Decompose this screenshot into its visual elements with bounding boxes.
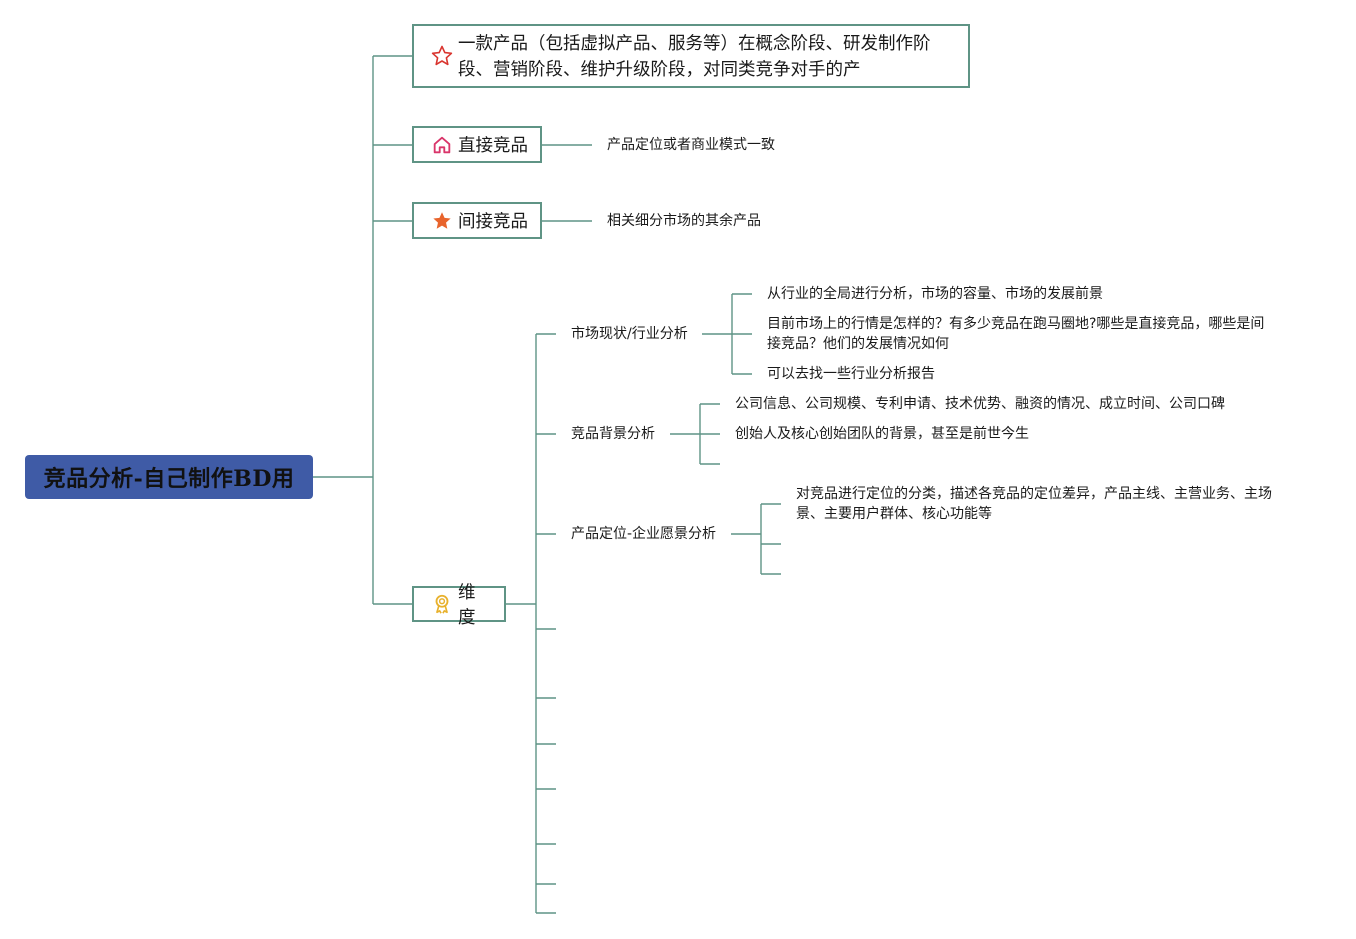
medal-icon — [430, 592, 454, 616]
background-analysis-topic[interactable]: 竞品背景分析 — [571, 426, 655, 442]
market-item-1[interactable]: 从行业的全局进行分析，市场的容量、市场的发展前景 — [767, 286, 1103, 302]
indirect-competitor-label: 间接竞品 — [458, 212, 528, 232]
definition-text: 一款产品（包括虚拟产品、服务等）在概念阶段、研发制作阶段、营销阶段、维护升级阶段… — [458, 33, 931, 80]
direct-competitor-label: 直接竞品 — [458, 136, 528, 156]
direct-competitor-note[interactable]: 产品定位或者商业模式一致 — [607, 137, 775, 153]
dimension-topic[interactable]: 维度 — [412, 583, 506, 628]
market-analysis-topic[interactable]: 市场现状/行业分析 — [571, 326, 688, 342]
dimension-label: 维度 — [458, 583, 476, 628]
market-item-3[interactable]: 可以去找一些行业分析报告 — [767, 366, 935, 382]
house-icon — [430, 133, 454, 157]
positioning-analysis-topic[interactable]: 产品定位-企业愿景分析 — [571, 526, 717, 542]
definition-topic[interactable]: 一款产品（包括虚拟产品、服务等）在概念阶段、研发制作阶段、营销阶段、维护升级阶段… — [412, 24, 970, 88]
direct-competitor-topic[interactable]: 直接竞品 — [412, 126, 542, 163]
star-filled-icon — [430, 209, 454, 233]
indirect-competitor-note[interactable]: 相关细分市场的其余产品 — [607, 213, 761, 229]
indirect-competitor-topic[interactable]: 间接竞品 — [412, 202, 542, 239]
market-item-2[interactable]: 目前市场上的行情是怎样的？有多少竞品在跑马圈地?哪些是直接竞品，哪些是间接竞品？… — [767, 316, 1265, 352]
positioning-item-1[interactable]: 对竞品进行定位的分类，描述各竞品的定位差异，产品主线、主营业务、主场景、主要用户… — [796, 486, 1272, 522]
background-item-2[interactable]: 创始人及核心创始团队的背景，甚至是前世今生 — [735, 426, 1029, 442]
root-topic-label: 竞品分析-自己制作BD用 — [43, 466, 295, 492]
root-topic[interactable]: 竞品分析-自己制作BD用 — [25, 455, 313, 499]
background-item-1[interactable]: 公司信息、公司规模、专利申请、技术优势、融资的情况、成立时间、公司口碑 — [735, 396, 1225, 412]
star-outline-icon — [430, 44, 454, 68]
